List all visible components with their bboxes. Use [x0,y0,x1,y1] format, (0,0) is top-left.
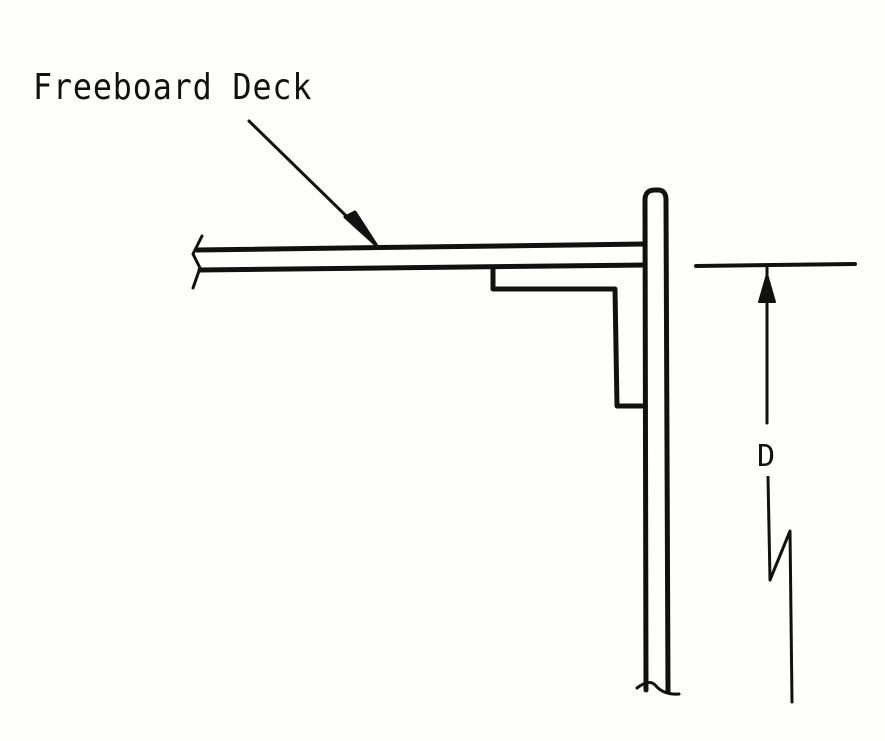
dimension-label: D [755,438,778,476]
side-shell [635,187,681,696]
dimension-line-D [694,262,857,704]
deck-plate [191,234,648,290]
deck-bracket [490,265,648,409]
leader-arrow [247,119,379,248]
deck-label: Freeboard Deck [33,67,313,108]
